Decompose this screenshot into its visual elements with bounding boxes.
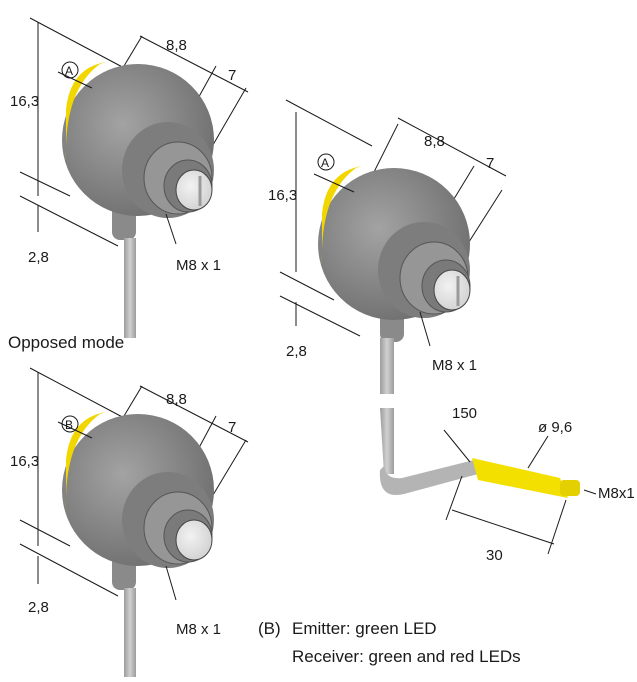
s3-dim-bottom: 2,8 (28, 599, 49, 616)
connector-diameter-label: ø 9,6 (538, 419, 572, 436)
sensor-opposed-b (19, 367, 249, 677)
s2-dim-front: 7 (486, 155, 494, 172)
s2-marker-circle (317, 153, 335, 171)
s3-dim-depth: 8,8 (166, 391, 187, 408)
s3-marker-label: B (65, 418, 73, 432)
s1-dim-height: 16,3 (10, 93, 39, 110)
s2-thread-label: M8 x 1 (432, 357, 477, 374)
s2-dim-bottom: 2,8 (286, 343, 307, 360)
cable-length-label: 150 (452, 405, 477, 422)
s1-thread-label: M8 x 1 (176, 257, 221, 274)
legend-b-line1: Emitter: green LED (292, 619, 437, 638)
legend-b-prefix: (B) (258, 619, 281, 638)
s1-dim-depth: 8,8 (166, 37, 187, 54)
sensor-opposed-a-right (279, 99, 597, 555)
s2-marker-label: A (321, 156, 329, 170)
connector-length-label: 30 (486, 547, 503, 564)
legend-b-line2: Receiver: green and red LEDs (292, 647, 521, 666)
s3-marker-circle (61, 415, 79, 433)
s1-dim-bottom: 2,8 (28, 249, 49, 266)
s1-marker-circle (61, 61, 79, 79)
s3-dim-height: 16,3 (10, 453, 39, 470)
s1-dim-front: 7 (228, 67, 236, 84)
connector-thread-label: M8x1 (598, 485, 635, 502)
s2-dim-height: 16,3 (268, 187, 297, 204)
s3-thread-label: M8 x 1 (176, 621, 221, 638)
sensor-opposed-a-top (19, 17, 249, 338)
opposed-mode-caption: Opposed mode (8, 333, 124, 352)
s1-marker-label: A (65, 64, 73, 78)
s2-dim-depth: 8,8 (424, 133, 445, 150)
s3-dim-front: 7 (228, 419, 236, 436)
